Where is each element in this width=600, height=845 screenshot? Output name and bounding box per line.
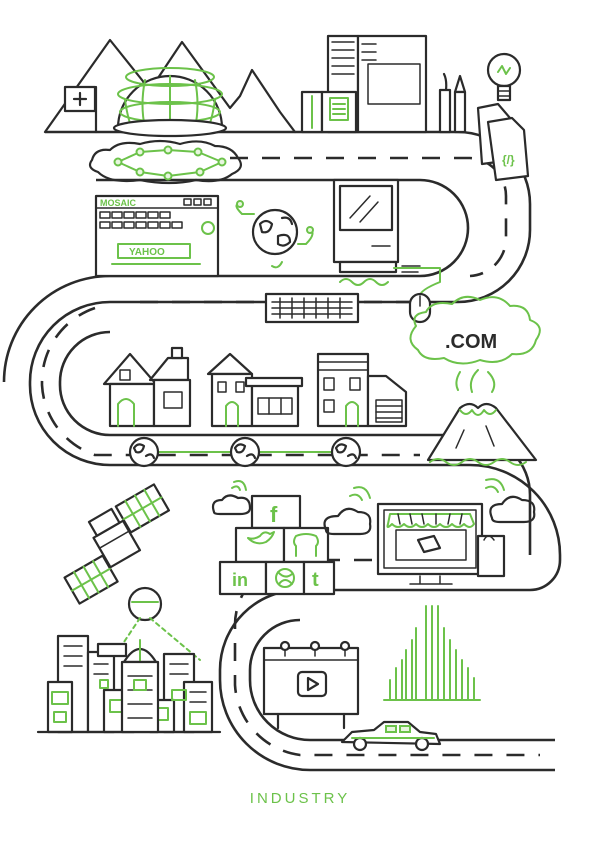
search-text: YAHOO	[129, 247, 165, 258]
tumblr-letter: t	[312, 569, 319, 591]
green-bar-chart-building	[383, 605, 481, 701]
paintbrush-pencil-icon	[438, 72, 467, 134]
shop-monitor	[376, 502, 506, 585]
code-documents-icon: {/}	[476, 102, 530, 182]
city-skyline	[36, 634, 222, 734]
browser-title: MOSAIC	[100, 198, 137, 208]
dotcom-label: .COM	[445, 331, 497, 353]
globe-icon	[235, 200, 314, 269]
cloud-network	[88, 139, 242, 185]
binder-books	[300, 90, 358, 134]
mouse-icon	[408, 292, 432, 324]
retro-computer	[332, 178, 441, 297]
caption-industry: INDUSTRY	[249, 790, 351, 807]
house-2	[206, 352, 304, 428]
hospital-flag	[63, 85, 98, 134]
wireframe-globe-icon	[112, 67, 228, 138]
observatory	[120, 639, 160, 734]
billboard	[262, 640, 360, 730]
lightbulb-icon	[486, 52, 522, 102]
house-3	[316, 352, 408, 428]
network-globes	[128, 436, 362, 468]
wifi-clouds	[211, 478, 536, 536]
satellite	[63, 483, 201, 661]
linkedin-letters: in	[232, 570, 248, 590]
vintage-car	[340, 720, 442, 752]
mountains	[43, 38, 297, 134]
road	[2, 130, 562, 772]
svg-text:{/}: {/}	[502, 153, 515, 167]
house-1	[102, 346, 192, 428]
toolbar-buttons	[99, 211, 183, 229]
volcano	[426, 402, 538, 466]
dotcom-cloud: .COM	[409, 295, 541, 393]
social-cubes: f in t	[218, 494, 336, 596]
keyboard	[264, 292, 360, 324]
mosaic-browser-window: MOSAIC YAHOO	[94, 194, 220, 278]
facebook-letter: f	[270, 502, 278, 527]
